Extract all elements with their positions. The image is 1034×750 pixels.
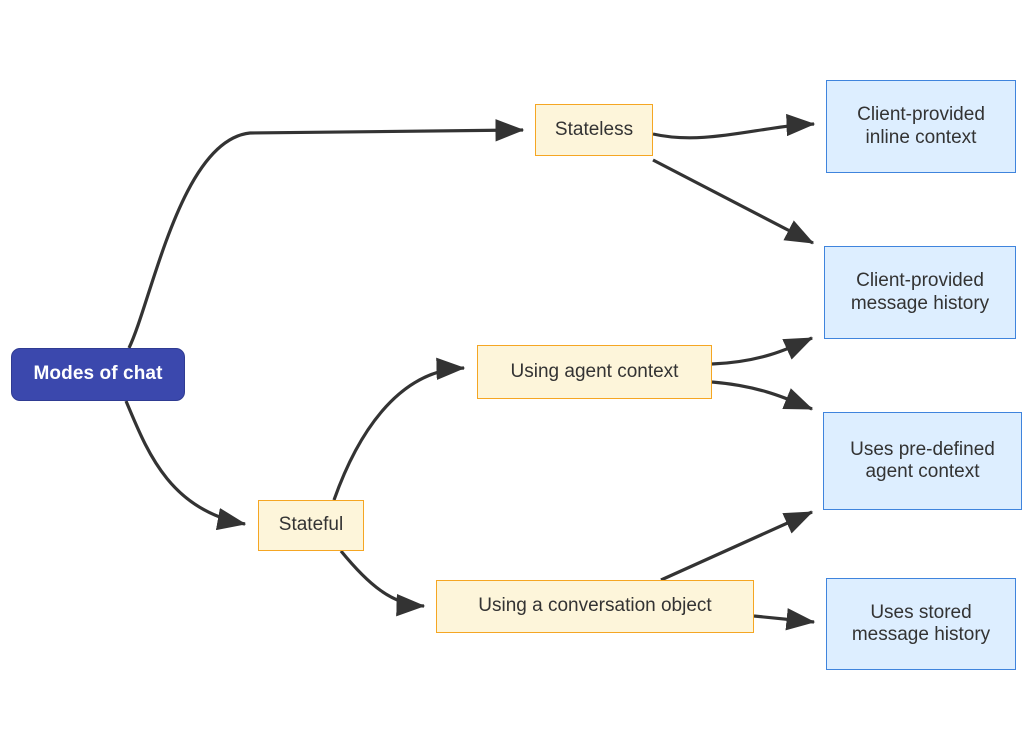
node-stateful[interactable]: Stateful (258, 500, 364, 551)
edge-stateless-to-message-history (652, 158, 815, 245)
node-client-provided-inline-context[interactable]: Client-provided inline context (826, 80, 1016, 173)
node-client-provided-message-history[interactable]: Client-provided message history (824, 246, 1016, 339)
node-label-uses-stored-message-history: Uses stored message history (851, 601, 991, 645)
node-label-using-agent-context: Using agent context (510, 360, 679, 382)
node-modes-of-chat[interactable]: Modes of chat (11, 348, 185, 401)
edge-stateful-to-conversation-object (339, 549, 426, 617)
edge-conversation-object-to-pre-defined (660, 510, 814, 582)
node-uses-pre-defined-agent-context[interactable]: Uses pre-defined agent context (823, 412, 1022, 510)
node-label-client-provided-inline-context: Client-provided inline context (857, 104, 985, 148)
edge-modes-to-stateful (124, 400, 247, 531)
node-label-stateful: Stateful (278, 514, 344, 536)
node-uses-stored-message-history[interactable]: Uses stored message history (826, 578, 1016, 670)
edge-modes-to-stateless (127, 119, 525, 349)
node-label-modes-of-chat: Modes of chat (33, 363, 163, 385)
node-label-stateless: Stateless (554, 118, 634, 140)
edge-agent-context-to-pre-defined (711, 380, 814, 411)
node-label-client-provided-message-history: Client-provided message history (850, 270, 990, 314)
edge-agent-context-to-message-history (711, 336, 814, 366)
node-using-agent-context[interactable]: Using agent context (477, 345, 712, 399)
edge-conversation-object-to-stored-history (753, 608, 816, 631)
edge-stateful-to-agent-context (332, 357, 466, 501)
node-label-uses-pre-defined-agent-context: Uses pre-defined agent context (850, 438, 995, 482)
node-label-using-a-conversation-object: Using a conversation object (478, 595, 712, 617)
edge-stateless-to-inline-context (652, 113, 816, 140)
node-stateless[interactable]: Stateless (535, 104, 653, 156)
node-using-a-conversation-object[interactable]: Using a conversation object (436, 580, 754, 633)
